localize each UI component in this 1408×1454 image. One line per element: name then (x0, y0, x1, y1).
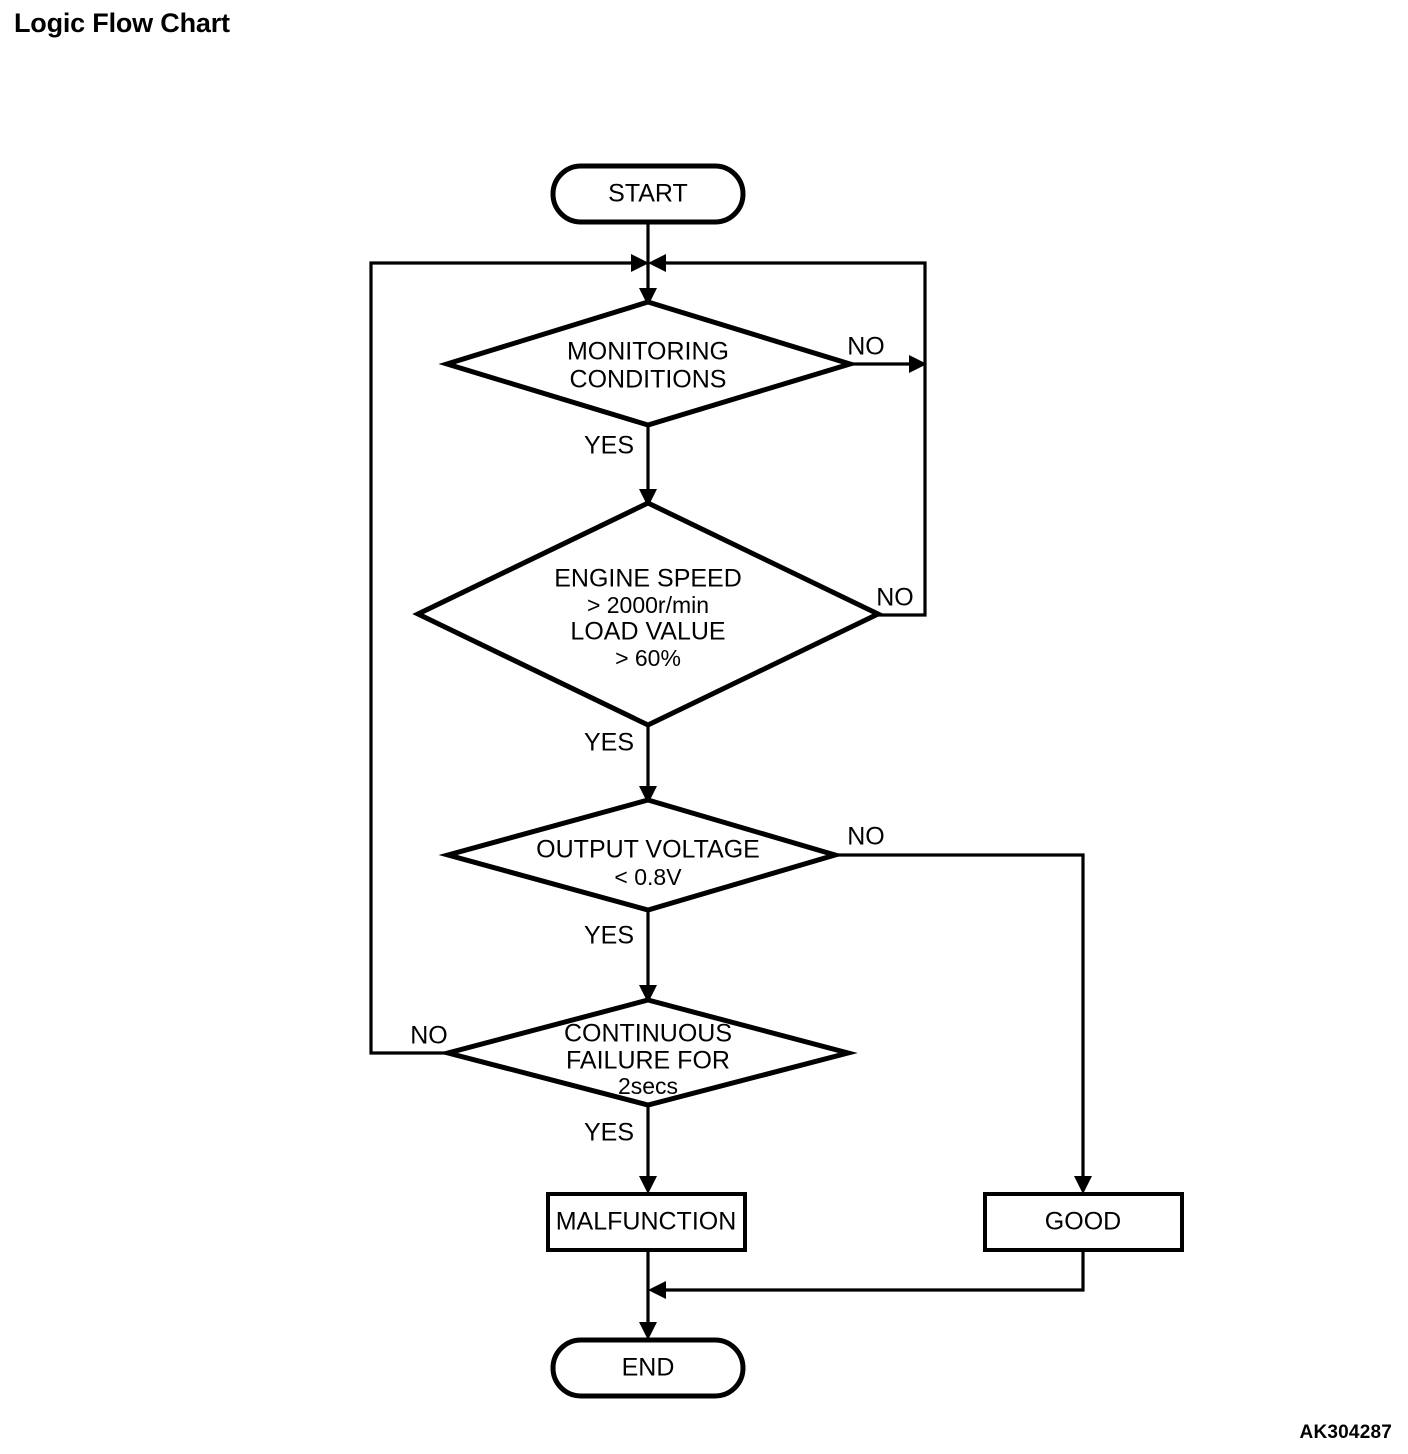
branch-label-continuous-yes: YES (584, 1119, 634, 1147)
node-output-voltage (438, 797, 844, 913)
node-end (550, 1337, 746, 1399)
branch-label-voltage-yes: YES (584, 922, 634, 950)
node-end-label: END (622, 1354, 675, 1382)
node-continuous-failure (438, 997, 858, 1108)
branch-label-monitoring-yes: YES (584, 432, 634, 460)
edge-right-loopback-rail (657, 261, 927, 617)
edge-good-to-end (656, 1250, 1085, 1292)
branch-label-continuous-no: NO (410, 1022, 448, 1050)
node-monitoring-conditions (438, 299, 859, 428)
branch-label-monitoring-no: NO (847, 333, 885, 361)
node-start (550, 163, 746, 225)
node-engine-speed (412, 500, 884, 728)
node-good-label: GOOD (1045, 1208, 1121, 1236)
arrowhead-into-monitoring (639, 288, 657, 306)
arrowhead-loopback-left (631, 254, 649, 272)
figure-reference-id: AK304287 (1299, 1422, 1392, 1443)
arrowhead-into-engine (639, 489, 657, 507)
node-malfunction-label: MALFUNCTION (556, 1208, 737, 1236)
node-engine-line3: LOAD VALUE (570, 618, 725, 646)
arrowhead-monitoring-no (909, 355, 927, 373)
node-engine-line2: > 2000r/min (587, 592, 709, 618)
node-monitoring-line2: CONDITIONS (570, 366, 727, 394)
arrowhead-into-good (1074, 1176, 1092, 1194)
node-voltage-line1: OUTPUT VOLTAGE (536, 836, 760, 864)
arrowhead-into-voltage (639, 786, 657, 804)
arrowhead-good-merge (648, 1281, 666, 1299)
arrowhead-into-malfunction (639, 1176, 657, 1194)
node-engine-line4: > 60% (615, 645, 681, 671)
branch-label-engine-yes: YES (584, 729, 634, 757)
arrowhead-into-continuous (639, 985, 657, 1003)
edge-voltage-no-to-good (835, 853, 1085, 1186)
arrowhead-into-end (639, 1322, 657, 1340)
node-monitoring-line1: MONITORING (567, 338, 729, 366)
node-continuous-line3: 2secs (618, 1073, 678, 1099)
edge-continuous-no-loopback (369, 261, 640, 1055)
page-title: Logic Flow Chart (14, 8, 230, 38)
branch-label-voltage-no: NO (847, 823, 885, 851)
node-voltage-line2: < 0.8V (614, 864, 682, 890)
arrowhead-loopback-right (648, 254, 666, 272)
branch-label-engine-no: NO (876, 584, 914, 612)
node-start-label: START (608, 180, 688, 208)
node-continuous-line2: FAILURE FOR (566, 1047, 730, 1075)
node-malfunction (546, 1192, 747, 1252)
node-continuous-line1: CONTINUOUS (564, 1020, 732, 1048)
node-engine-line1: ENGINE SPEED (554, 565, 742, 593)
node-good (983, 1192, 1184, 1252)
